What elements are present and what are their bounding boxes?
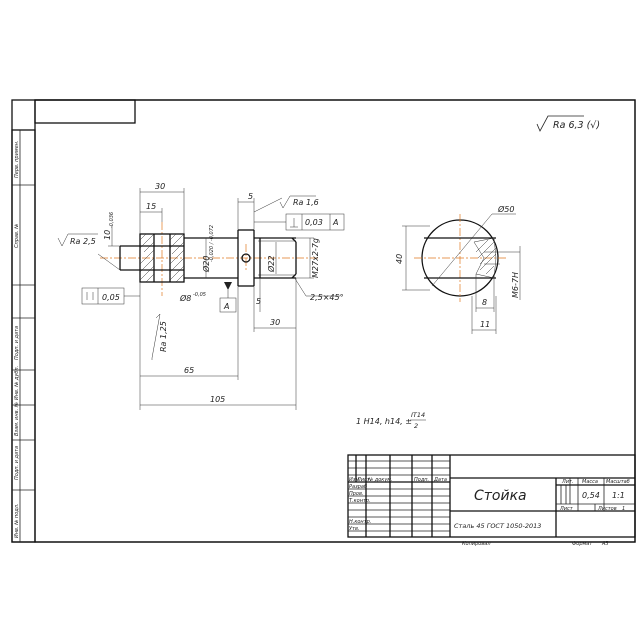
outer-frame	[11, 99, 636, 543]
roughness-flange-label: Ra 1,25	[159, 321, 168, 352]
dim-d20: Ø20	[201, 256, 211, 273]
roughness-shaft-label: Ra 2,5	[70, 237, 96, 246]
col-header-4: Дата	[433, 477, 447, 483]
inner-frame	[34, 99, 636, 543]
dim-d50: Ø50	[497, 204, 514, 214]
top-left-box	[34, 99, 136, 124]
roughness-mark-shaft	[57, 233, 121, 271]
role-0: Разраб	[349, 484, 367, 490]
perp-value: 0,03	[305, 218, 323, 227]
roughness-mark-face	[253, 195, 316, 213]
dim-10-tol: -0,036	[109, 212, 115, 228]
side-label-1: Справ. №	[14, 224, 20, 248]
copied-label: Копировал	[462, 541, 491, 547]
title-block	[347, 454, 636, 538]
pin-section	[119, 245, 184, 271]
roughness-mark-flange	[151, 313, 161, 360]
dim-15: 15	[146, 202, 156, 211]
threaded-end	[254, 237, 297, 279]
role-1: Пров.	[349, 491, 364, 497]
main-body	[184, 229, 255, 287]
side-label-4: Взам. инв. №	[14, 402, 20, 436]
dim-30-bottom: 30	[270, 318, 280, 327]
dim-105: 105	[210, 395, 225, 404]
dim-40: 40	[395, 254, 404, 264]
side-label-2: Подп. и дата	[14, 326, 20, 360]
col-header-2: № докум.	[367, 477, 393, 483]
dim-10: 10	[103, 230, 112, 240]
dim-d22: Ø22	[266, 256, 276, 273]
dim-d8-tol: -0,05	[193, 292, 206, 298]
dim-30-top: 30	[155, 182, 165, 191]
side-column	[11, 129, 36, 543]
side-label-3: Инв. № дубл.	[14, 366, 20, 400]
dim-8-right: 8	[482, 298, 487, 307]
flange-section	[139, 233, 185, 283]
cross-hole	[241, 253, 251, 263]
side-label-5: Подп. и дата	[14, 446, 20, 480]
mass-value: 0,54	[582, 491, 600, 500]
role-4: Утв.	[349, 526, 360, 532]
side-label-0: Перв. примен.	[14, 140, 20, 178]
side-label-6: Инв. № подл.	[14, 504, 20, 539]
datum-a-symbol	[219, 282, 237, 313]
dim-lines-main	[108, 188, 340, 410]
datum-a-label: A	[223, 302, 229, 311]
role-2: Т.контр.	[349, 498, 371, 504]
format-value: А3	[601, 541, 609, 547]
sheet-label: Лист	[559, 506, 574, 512]
perpendicularity-frame	[254, 213, 345, 231]
perp-datum: A	[332, 218, 338, 227]
dim-chamfer: 2,5×45°	[310, 293, 344, 302]
dim-5-bottom: 5	[256, 297, 261, 306]
general-roughness-symbol	[536, 115, 584, 132]
flat-value: 0,05	[102, 293, 120, 302]
lit-header: Лит.	[561, 479, 574, 485]
dim-m6: M6-7H	[511, 272, 520, 298]
flatness-frame	[81, 287, 140, 305]
format-label: Формат	[572, 541, 593, 547]
note-frac-top: IT14	[411, 411, 425, 419]
side-view-dims	[402, 213, 521, 334]
scale-header: Масштаб	[606, 479, 630, 485]
general-roughness-label: Ra 6,3 (√)	[553, 120, 600, 131]
dim-65: 65	[184, 366, 194, 375]
col-header-0: Изм	[349, 477, 359, 483]
dim-d20-tol: -0,020 / -0,072	[209, 225, 215, 262]
dim-d8: Ø8	[179, 293, 191, 303]
roughness-face-label: Ra 1,6	[293, 198, 319, 207]
part-name: Стойка	[474, 488, 527, 504]
role-3: Н.контр.	[349, 519, 371, 525]
dim-thread: M27х2-7g	[311, 238, 320, 278]
dim-5-top: 5	[248, 192, 253, 201]
sheets-count: 1	[622, 506, 625, 512]
col-header-1: Лист	[356, 477, 371, 483]
mass-header: Масса	[582, 479, 598, 485]
side-view	[414, 214, 508, 302]
note-text: 1 H14, h14, ±	[356, 417, 412, 426]
material: Сталь 45 ГОСТ 1050-2013	[454, 522, 541, 530]
dim-11: 11	[480, 320, 490, 329]
sheets-label: Листов	[597, 506, 617, 512]
note-frac-bottom: 2	[414, 422, 418, 430]
col-header-3: Подп.	[414, 477, 429, 483]
scale-value: 1:1	[612, 491, 625, 500]
